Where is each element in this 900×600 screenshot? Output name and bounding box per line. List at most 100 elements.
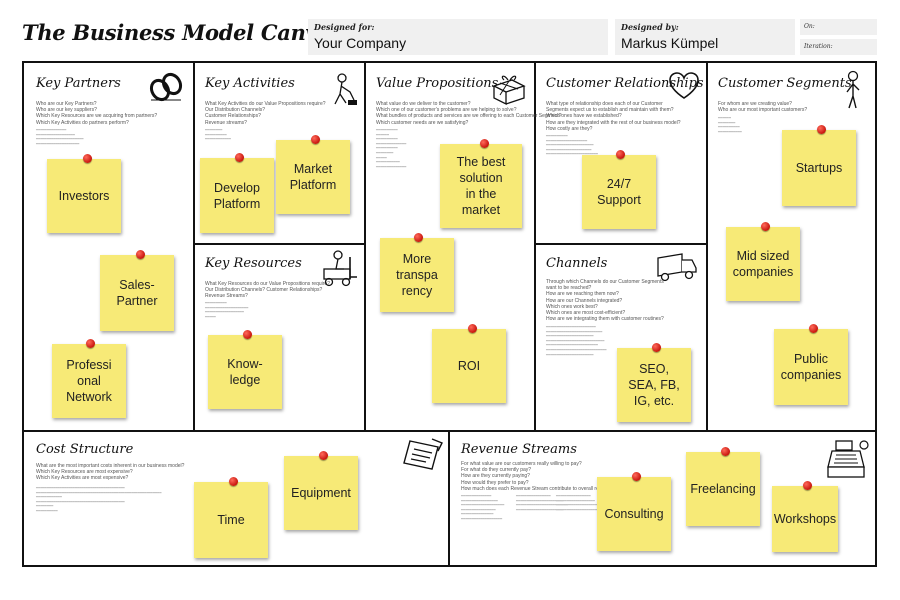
- sticky-note-consulting[interactable]: Consulting: [597, 477, 671, 551]
- designed-for-value[interactable]: Your Company: [314, 35, 407, 51]
- section-title: Key Resources: [205, 256, 302, 271]
- forklift-icon: [323, 250, 357, 287]
- pushpin-icon: [761, 222, 770, 231]
- sticky-note-text: Market Platform: [289, 162, 337, 192]
- pushpin-icon: [480, 139, 489, 148]
- sticky-note-startups[interactable]: Startups: [782, 130, 856, 206]
- section-questions: Through which Channels do our Customer S…: [546, 279, 664, 323]
- pushpin-icon: [311, 135, 320, 144]
- section-title: Revenue Streams: [461, 442, 577, 457]
- heart-icon: [669, 72, 699, 99]
- cash-register-icon: [827, 440, 869, 478]
- section-questions: What Key Resources do our Value Proposit…: [205, 281, 330, 300]
- sticky-note-text: SEO, SEA, FB, IG, etc.: [628, 362, 680, 408]
- pushpin-icon: [809, 324, 818, 333]
- section-title: Key Activities: [205, 76, 295, 91]
- iteration-label: Iteration:: [804, 43, 833, 50]
- section-title: Channels: [546, 256, 608, 271]
- sticky-note-public-companies[interactable]: Public companies: [774, 329, 848, 405]
- pushpin-icon: [83, 154, 92, 163]
- section-notes-text: ━━━━━━━━━━ ━━━━━━ ━━━━━━━━━━ ━━━━━━━━━━━…: [376, 128, 407, 169]
- section-questions: What type of relationship does each of o…: [546, 101, 681, 132]
- pushpin-icon: [721, 447, 730, 456]
- sticky-note-develop-platform[interactable]: Develop Platform: [200, 158, 274, 233]
- sticky-note-time[interactable]: Time: [194, 482, 268, 558]
- sticky-note-text: ROI: [457, 359, 481, 373]
- sticky-note-text: Mid sized companies: [732, 249, 794, 279]
- sticky-note-best-solution[interactable]: The best solution in the market: [440, 144, 522, 228]
- pushpin-icon: [468, 324, 477, 333]
- sticky-note-mid-sized-companies[interactable]: Mid sized companies: [726, 227, 800, 301]
- section-title: Customer Segments: [718, 76, 852, 91]
- iteration-box[interactable]: Iteration:: [800, 39, 877, 55]
- sticky-note-roi[interactable]: ROI: [432, 329, 506, 403]
- section-notes-text: ━━━━━━━━ ━━━━━━━━━━ ━━━━━━━━━━━━: [205, 128, 231, 142]
- divider: [193, 243, 366, 245]
- designed-for-box: Designed for: Your Company: [308, 19, 608, 55]
- sticky-note-text: Time: [217, 513, 245, 527]
- section-questions: What are the most important costs inhere…: [36, 463, 185, 482]
- section-notes-text: ━━━━━━━━━━━━━━━━ ━━━━━━━━━━━━━━━━━━ ━━━━…: [556, 494, 604, 512]
- divider: [448, 430, 450, 567]
- divider: [364, 61, 366, 431]
- sticky-note-investors[interactable]: Investors: [47, 159, 121, 233]
- section-notes-text: ━━━━━━━━━━━━━━━━━━━━━━━━━━━━━━━━━━━━━━━━…: [36, 486, 162, 513]
- pushpin-icon: [803, 481, 812, 490]
- divider: [706, 61, 708, 431]
- sticky-note-market-platform[interactable]: Market Platform: [276, 140, 350, 214]
- sticky-note-more-transparency[interactable]: More transpa rency: [380, 238, 454, 312]
- section-title: Customer Relationships: [546, 76, 704, 91]
- divider: [534, 61, 536, 431]
- sticky-note-text: Know- ledge: [227, 357, 263, 387]
- person-icon: [846, 70, 860, 109]
- pushpin-icon: [235, 153, 244, 162]
- sticky-note-text: The best solution in the market: [456, 155, 506, 217]
- sticky-note-text: Professi onal Network: [66, 358, 112, 404]
- sticky-note-workshops[interactable]: Workshops: [772, 486, 838, 552]
- sticky-note-text: Public companies: [780, 352, 842, 382]
- sticky-note-support[interactable]: 24/7 Support: [582, 155, 656, 229]
- section-notes-text: ━━━━━━━━━━━━━━━━ ━━━━━━━━━━━━━━━━━━━━━━ …: [516, 494, 568, 512]
- section-title: Key Partners: [36, 76, 121, 91]
- on-date-box[interactable]: On:: [800, 19, 877, 35]
- section-questions: What Key Activities do our Value Proposi…: [205, 101, 326, 126]
- sticky-note-text: Investors: [58, 189, 110, 203]
- pushpin-icon: [86, 339, 95, 348]
- sticky-note-freelancing[interactable]: Freelancing: [686, 452, 760, 526]
- sticky-note-text: 24/7 Support: [597, 177, 641, 207]
- worker-icon: [334, 73, 357, 105]
- sticky-note-professional-network[interactable]: Professi onal Network: [52, 344, 126, 418]
- sticky-note-equipment[interactable]: Equipment: [284, 456, 358, 530]
- section-notes-text: ━━━━━━━━━━━━━━ ━━━━━━━━━━━━━━━━━━ ━━━━━━…: [36, 128, 84, 146]
- section-questions: For whom are we creating value? Who are …: [718, 101, 808, 114]
- section-title: Cost Structure: [36, 442, 134, 457]
- section-questions: For what value are our customers really …: [461, 461, 618, 492]
- on-label: On:: [804, 23, 815, 30]
- designed-by-box: Designed by: Markus Kümpel: [615, 19, 795, 55]
- section-title: Value Propositions: [376, 76, 499, 91]
- designed-by-value[interactable]: Markus Kümpel: [621, 35, 719, 51]
- pushpin-icon: [136, 250, 145, 259]
- sticky-note-text: Consulting: [604, 507, 664, 521]
- sticky-note-text: Develop Platform: [213, 180, 261, 211]
- gift-icon: [492, 75, 526, 106]
- section-notes-text: ━━━━━━━━━━ ━━━━━━━━━━━━━━━━━━━━ ━━━━━━━━…: [205, 301, 249, 319]
- pushpin-icon: [414, 233, 423, 242]
- sticky-note-text: Equipment: [291, 486, 351, 500]
- sticky-note-seo[interactable]: SEO, SEA, FB, IG, etc.: [617, 348, 691, 422]
- pushpin-icon: [652, 343, 661, 352]
- chain-link-icon: [149, 72, 183, 102]
- sticky-note-text: More transpa rency: [396, 252, 438, 298]
- section-notes-text: ━━━━━━━━━━ ━━━━━━━━━━━━━━━━━━━ ━━━━━━━━━…: [546, 134, 598, 157]
- section-questions: What value do we deliver to the customer…: [376, 101, 562, 126]
- designed-for-label: Designed for:: [314, 22, 375, 32]
- divider: [193, 61, 195, 431]
- section-notes-text: ━━━━━━━━━━━━━━ ━━━━━━━━━━━━━━━━━ ━━━━━━━…: [461, 494, 505, 521]
- sticky-note-sales-partner[interactable]: Sales- Partner: [100, 255, 174, 331]
- sticky-note-text: Freelancing: [690, 482, 756, 496]
- pushpin-icon: [632, 472, 641, 481]
- pushpin-icon: [616, 150, 625, 159]
- designed-by-label: Designed by:: [621, 22, 679, 32]
- sticky-note-knowledge[interactable]: Know- ledge: [208, 335, 282, 409]
